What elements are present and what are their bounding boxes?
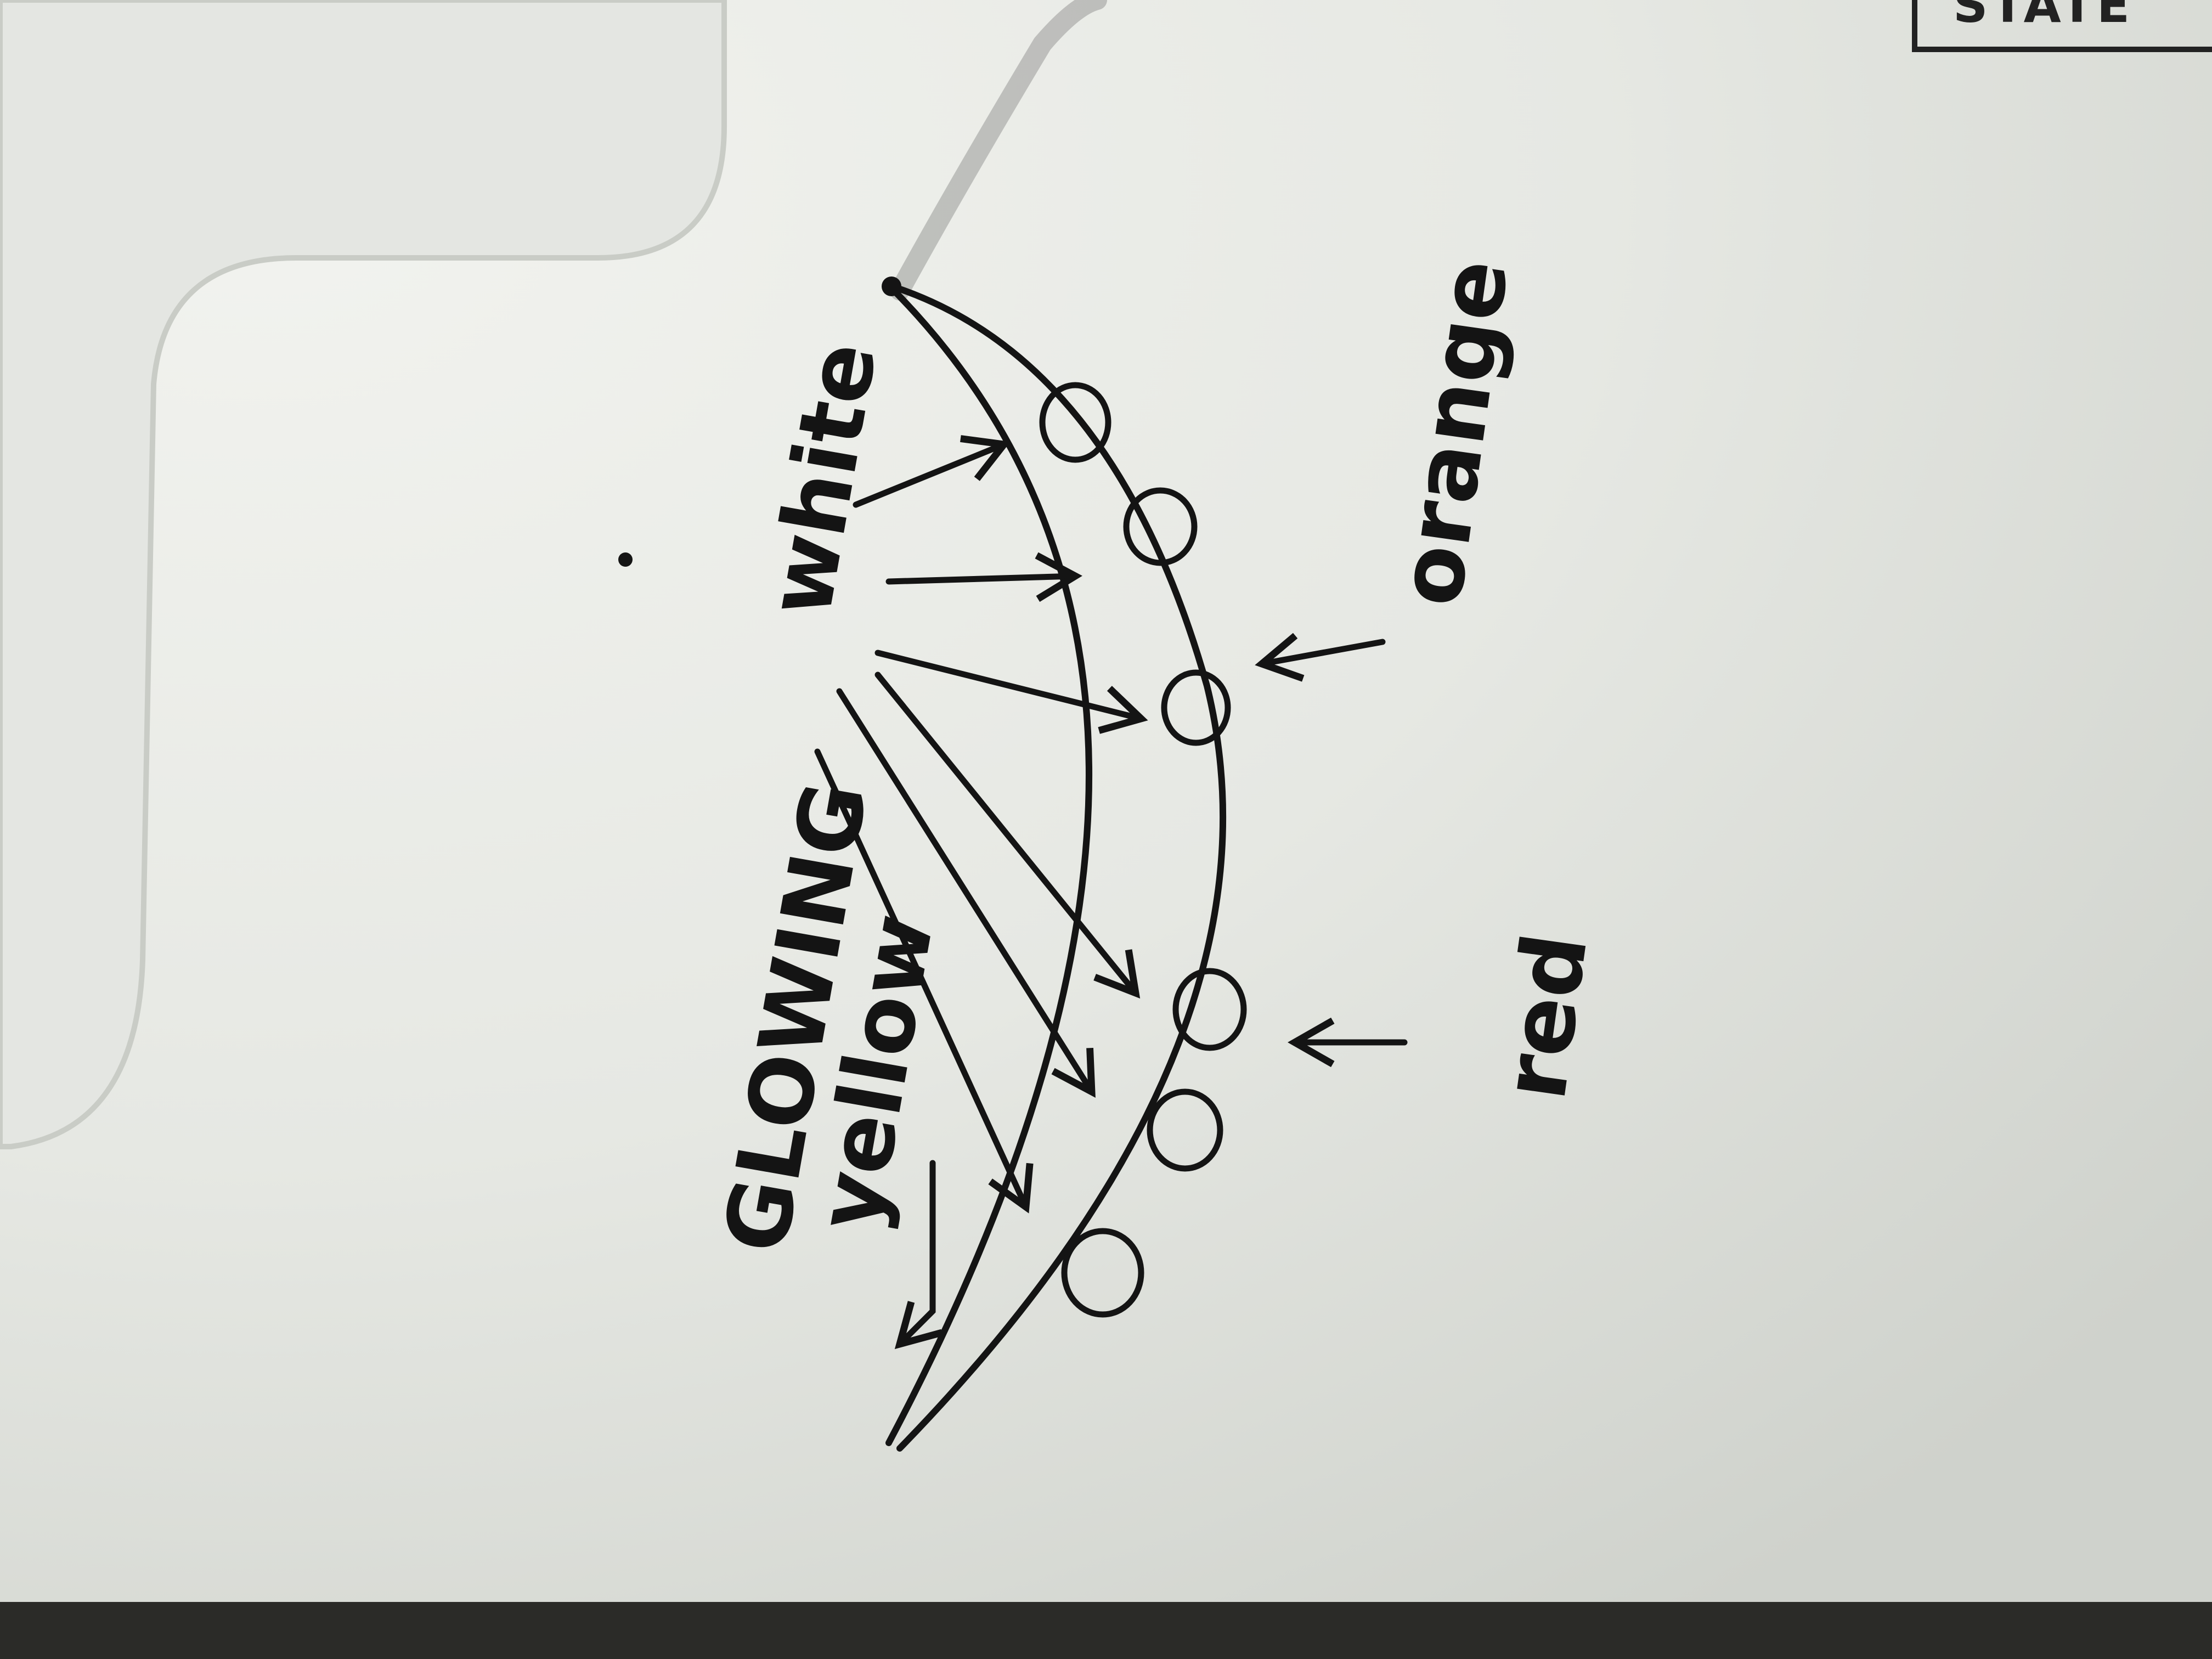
orange-arrow	[1255, 633, 1386, 682]
glowing-arrow	[874, 672, 1141, 999]
bead	[1147, 1088, 1223, 1172]
table-surface	[0, 1602, 2212, 1659]
glowing-arrow	[836, 688, 1096, 1098]
bead	[1123, 487, 1198, 566]
white-arrow	[874, 650, 1148, 734]
bead	[1161, 669, 1231, 746]
glowing-arrows	[814, 672, 1141, 1350]
white-arrow	[853, 435, 1011, 508]
envelope-paper	[0, 0, 2212, 1602]
glowing-arrow	[814, 748, 1034, 1214]
glowing-arrow	[894, 1160, 943, 1350]
crescent-tube	[885, 282, 1226, 1452]
ink-dot	[618, 552, 633, 567]
bead	[1172, 968, 1247, 1051]
bead	[1061, 1228, 1144, 1318]
beads	[1039, 382, 1247, 1318]
stamp-box: STATE	[1912, 0, 2212, 52]
tip-dot	[882, 276, 901, 296]
bead	[1039, 382, 1111, 463]
envelope-window	[0, 0, 727, 1149]
pencil-smudge	[890, 0, 1107, 301]
white-arrow	[885, 552, 1082, 602]
stamp-text: STATE	[1953, 0, 2133, 33]
white-arrows	[853, 435, 1148, 734]
label-red: red	[1482, 927, 1607, 1105]
